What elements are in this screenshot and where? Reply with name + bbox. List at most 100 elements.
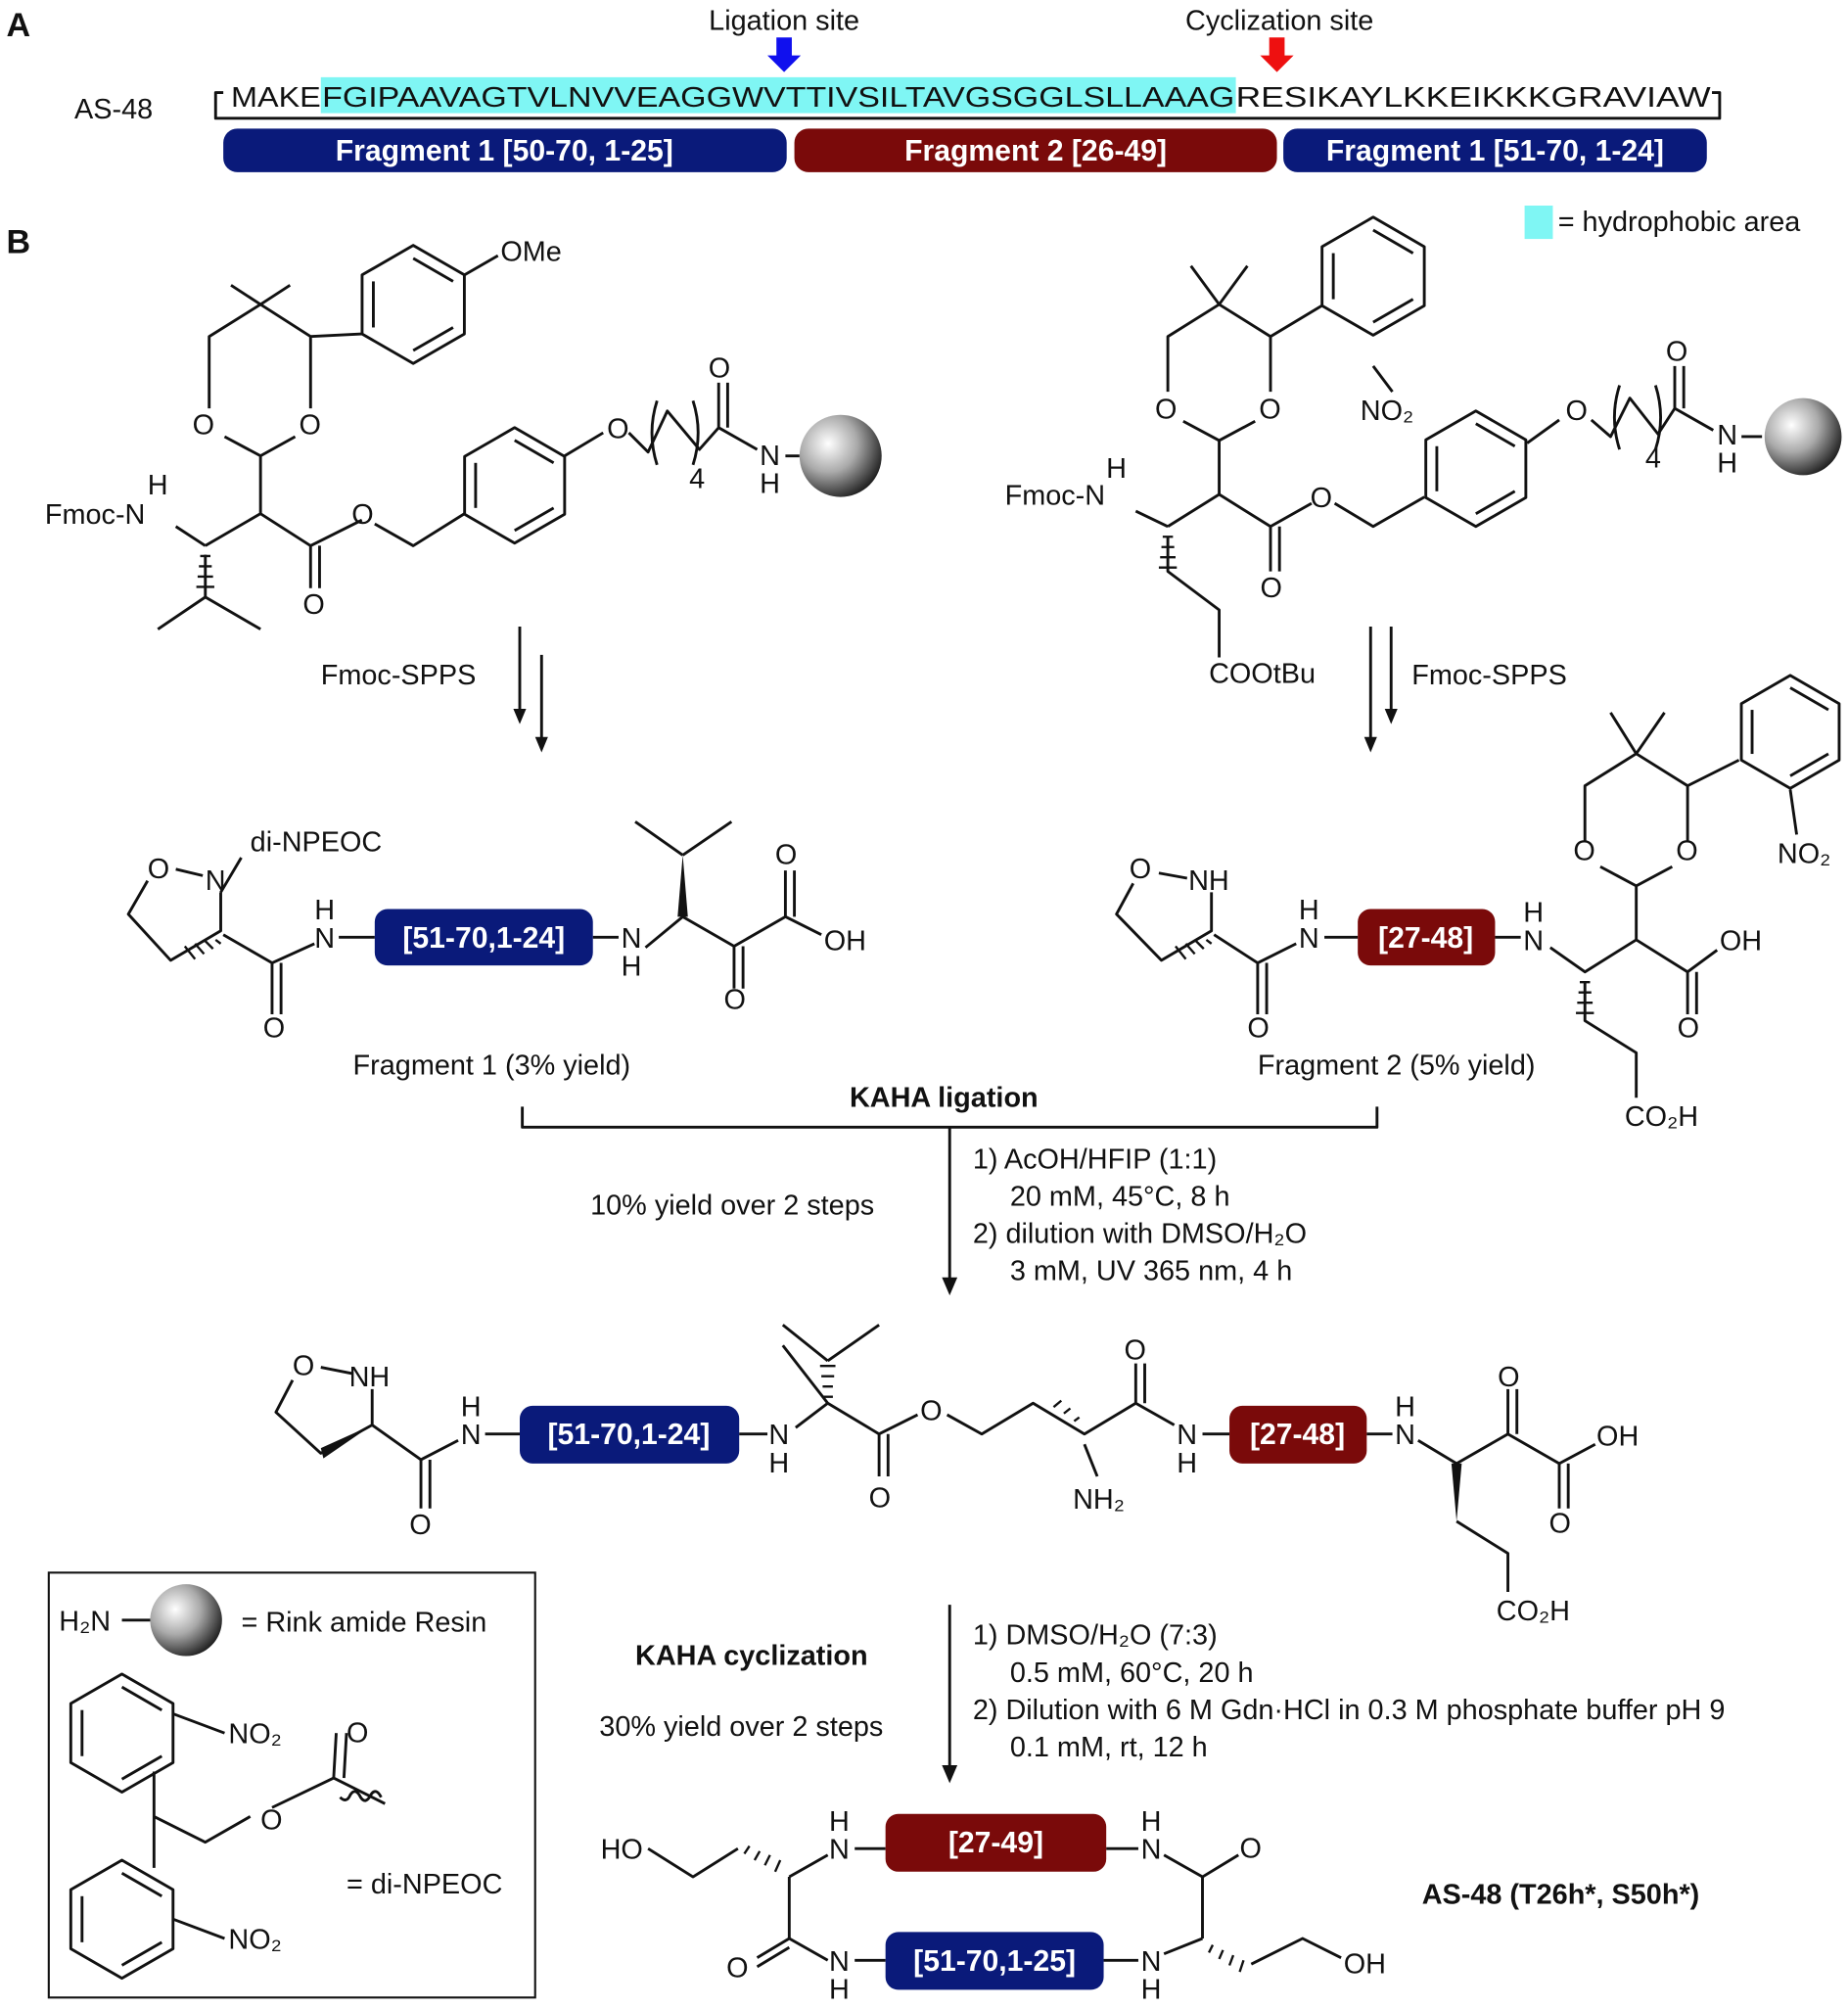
svg-text:N: N — [1177, 1420, 1197, 1451]
svg-text:O: O — [1676, 836, 1697, 867]
double-bond — [1372, 228, 1414, 255]
svg-text:H: H — [1106, 453, 1127, 485]
cyclization-arrow-icon — [1260, 37, 1294, 72]
svg-text:O: O — [1549, 1509, 1571, 1540]
svg-text:Fragment 1 [50-70, 1-25]: Fragment 1 [50-70, 1-25] — [336, 135, 673, 167]
svg-text:N: N — [760, 441, 780, 472]
building-block-1: O O O O O O N H H Fmoc-N OMe 4 — [45, 236, 882, 630]
svg-text:20 mM, 45°C, 8 h: 20 mM, 45°C, 8 h — [1010, 1181, 1230, 1212]
svg-text:Fmoc-N: Fmoc-N — [1005, 480, 1106, 511]
svg-text:KAHA ligation: KAHA ligation — [850, 1082, 1039, 1113]
svg-text:O: O — [723, 985, 745, 1016]
svg-text:NO₂: NO₂ — [228, 1924, 281, 1955]
resin-bead-icon — [1764, 397, 1842, 476]
svg-text:O: O — [1573, 836, 1594, 867]
svg-text:OH: OH — [824, 925, 866, 957]
svg-text:HO: HO — [601, 1835, 643, 1866]
svg-text:O: O — [302, 589, 324, 621]
svg-text:OH: OH — [1720, 925, 1762, 957]
svg-text:H: H — [461, 1391, 482, 1423]
svg-text:[51-70,1-25]: [51-70,1-25] — [913, 1945, 1076, 1978]
peptide-segment-pill — [520, 1405, 740, 1464]
hydrophobic-highlight — [320, 76, 1236, 114]
svg-text:N: N — [768, 1420, 789, 1451]
svg-text:H: H — [1141, 1975, 1162, 2006]
svg-text:N: N — [1717, 420, 1737, 451]
spps-step-left: Fmoc-SPPS — [321, 627, 548, 753]
legend-box: H₂N = Rink amide Resin NO₂ O O NO₂ = di-… — [47, 1571, 536, 1999]
peptide-segment-pill — [374, 909, 593, 966]
svg-text:= di-NPEOC: = di-NPEOC — [346, 1869, 502, 1900]
double-bond — [412, 326, 454, 352]
fragment-1-caption: Fragment 1 (3% yield) — [353, 1051, 631, 1082]
svg-text:KAHA cyclization: KAHA cyclization — [635, 1641, 868, 1672]
sequence-bracket — [213, 91, 1722, 120]
svg-text:O: O — [726, 1952, 748, 1984]
svg-text:O: O — [409, 1510, 431, 1541]
kaha-ligation-step: KAHA ligation 10% yield over 2 steps 1) … — [521, 1082, 1379, 1296]
svg-text:2) dilution with DMSO/H₂O: 2) dilution with DMSO/H₂O — [973, 1218, 1307, 1249]
svg-text:[27-49]: [27-49] — [948, 1827, 1043, 1859]
svg-text:H: H — [829, 1806, 850, 1838]
svg-text:O: O — [148, 854, 169, 885]
svg-text:O: O — [775, 840, 797, 871]
svg-text:H: H — [622, 952, 642, 983]
svg-text:= Rink amide Resin: = Rink amide Resin — [241, 1608, 486, 1639]
svg-text:O: O — [1678, 1013, 1699, 1045]
svg-text:O: O — [1261, 573, 1282, 604]
svg-text:4: 4 — [1645, 443, 1661, 474]
svg-text:O: O — [351, 499, 373, 531]
svg-text:[51-70,1-24]: [51-70,1-24] — [548, 1419, 711, 1451]
svg-text:OMe: OMe — [500, 236, 561, 267]
double-bond — [1475, 490, 1516, 516]
building-block-2: O O O O O O N H H NO₂ Fmoc-N COOtBu 4 — [1005, 264, 1842, 690]
sequence-end: RESIKAYLKKEIKKKGRAVIAW — [1236, 82, 1712, 114]
sequence-start: MAKE — [231, 82, 321, 114]
svg-text:O: O — [1130, 854, 1151, 885]
resin-bead-icon — [150, 1584, 222, 1657]
svg-text:NH: NH — [349, 1362, 391, 1393]
svg-text:CO₂H: CO₂H — [1497, 1596, 1570, 1627]
peptide-segment-pill — [1229, 1405, 1367, 1464]
svg-text:H₂N: H₂N — [59, 1606, 111, 1637]
ligation-product-structure: O NH O N H [51-70,1-24] N H O O O NH₂ N … — [274, 1324, 1639, 1627]
svg-text:Fmoc-SPPS: Fmoc-SPPS — [321, 660, 477, 691]
double-bond — [1789, 752, 1829, 777]
svg-text:0.5 mM, 60°C, 20 h: 0.5 mM, 60°C, 20 h — [1010, 1658, 1254, 1689]
double-bond — [1372, 298, 1414, 324]
double-bond — [120, 1685, 163, 1711]
svg-text:O: O — [1666, 337, 1687, 368]
svg-text:10% yield over 2 steps: 10% yield over 2 steps — [590, 1191, 874, 1222]
fragment-2-caption: Fragment 2 (5% yield) — [1258, 1051, 1536, 1082]
panel-a-label: A — [7, 7, 31, 44]
double-bond — [120, 1754, 163, 1781]
svg-text:O: O — [1259, 395, 1280, 426]
svg-text:O: O — [260, 1805, 282, 1837]
svg-text:0.1 mM, rt, 12 h: 0.1 mM, rt, 12 h — [1010, 1732, 1208, 1763]
svg-text:NO₂: NO₂ — [1361, 396, 1413, 427]
svg-text:O: O — [1155, 395, 1177, 426]
svg-text:H: H — [760, 469, 780, 500]
benzene-ring — [69, 1858, 175, 1981]
double-bond — [1789, 686, 1829, 712]
svg-text:1) AcOH/HFIP (1:1): 1) AcOH/HFIP (1:1) — [973, 1144, 1217, 1175]
benzene-ring — [463, 426, 567, 545]
svg-text:COOtBu: COOtBu — [1209, 659, 1316, 690]
svg-text:O: O — [607, 413, 628, 444]
product-name: AS-48 (T26h*, S50h*) — [1422, 1880, 1700, 1911]
svg-text:O: O — [293, 1350, 314, 1381]
svg-text:O: O — [346, 1717, 368, 1749]
svg-text:Fmoc-SPPS: Fmoc-SPPS — [1411, 660, 1567, 691]
svg-text:1) DMSO/H₂O (7:3): 1) DMSO/H₂O (7:3) — [973, 1620, 1218, 1652]
ligation-arrow-icon — [767, 37, 802, 72]
svg-text:N: N — [1395, 1420, 1415, 1451]
svg-text:N: N — [461, 1420, 482, 1451]
spps-step-right: Fmoc-SPPS — [1363, 627, 1567, 753]
benzene-ring — [1320, 215, 1426, 337]
svg-text:H: H — [1141, 1806, 1162, 1838]
kaha-cyclization-step: KAHA cyclization 30% yield over 2 steps … — [599, 1605, 1725, 1784]
double-bond — [120, 1872, 163, 1898]
panel-b-label: B — [7, 223, 31, 260]
hydrophobic-legend-swatch — [1524, 205, 1553, 240]
